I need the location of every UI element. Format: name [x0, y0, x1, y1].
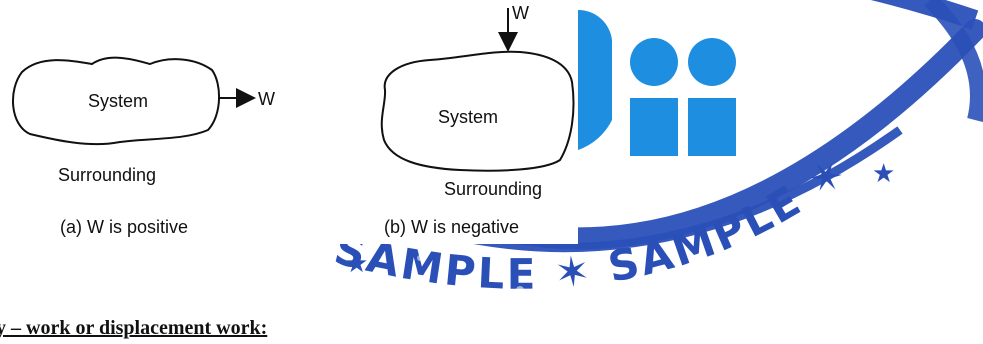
section-heading: y – work or displacement work: — [0, 317, 268, 339]
logo-bar-left — [630, 98, 678, 156]
system-a-boundary — [11, 56, 221, 146]
system-b-label: System — [438, 107, 499, 127]
stamp-right-ring — [924, 0, 983, 122]
caption-b: (b) W is negative — [384, 217, 520, 237]
logo-arc — [578, 9, 612, 151]
system-a-label: System — [88, 91, 149, 111]
work-b-label: W — [512, 3, 529, 23]
logo-dot-right — [688, 38, 736, 86]
work-a-label: W — [258, 89, 275, 109]
work-sign-convention-figure: System W Surrounding (a) W is positive S… — [0, 0, 578, 244]
surrounding-b-label: Surrounding — [444, 179, 543, 199]
star-icon: ★ — [345, 249, 368, 279]
surrounding-a-label: Surrounding — [58, 165, 157, 185]
star-icon: ★ — [872, 159, 895, 189]
logo-dot-left — [630, 38, 678, 86]
system-b-boundary — [380, 50, 575, 172]
caption-a: (a) W is positive — [60, 217, 189, 237]
logo-bar-right — [688, 98, 736, 156]
figure-svg — [11, 8, 575, 172]
